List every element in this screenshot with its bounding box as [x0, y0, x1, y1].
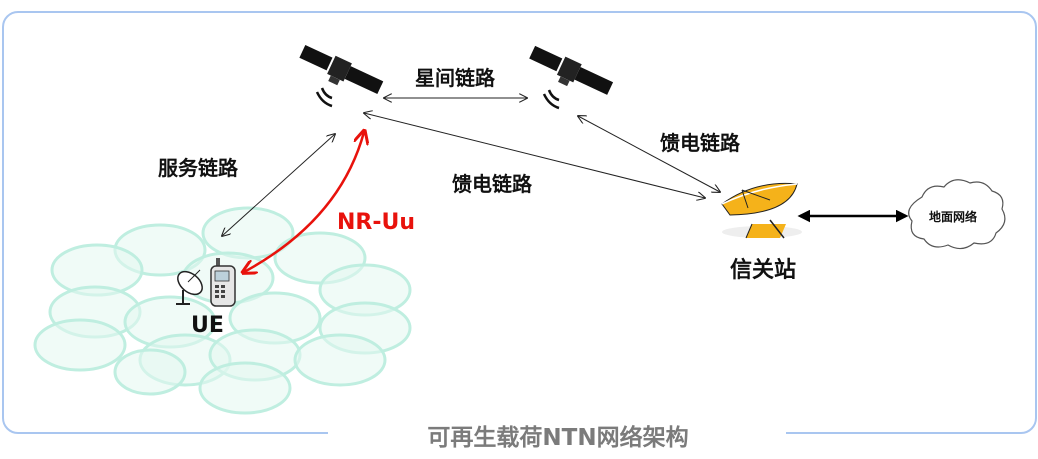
ue-dish-icon — [176, 269, 203, 305]
feeder-link-2-label: 馈电链路 — [660, 131, 740, 155]
signal-waves-icon — [542, 89, 560, 110]
terrestrial-network-label: 地面网络 — [929, 210, 978, 224]
inter-satellite-link-label: 星间链路 — [415, 66, 495, 90]
coverage-cells — [33, 206, 412, 415]
nr-uu-label: NR-Uu — [337, 210, 416, 235]
caption-gap — [328, 428, 786, 434]
feeder-link-1-label: 馈电链路 — [452, 172, 532, 196]
nr-uu-arrow — [244, 132, 364, 272]
satellite-icon — [299, 44, 384, 95]
satellite-dish-icon — [721, 182, 802, 239]
diagram-title: 可再生载荷NTN网络架构 — [427, 425, 689, 451]
cloud-icon — [908, 179, 1006, 250]
feeder-link-2-arrow — [578, 116, 720, 192]
phone-icon — [210, 258, 236, 307]
service-link-label: 服务链路 — [158, 156, 238, 180]
feeder-link-1-arrow — [364, 113, 705, 198]
ue-label: UE — [191, 313, 224, 338]
satellite-icon — [529, 45, 614, 95]
signal-waves-icon — [315, 87, 333, 108]
gateway-label: 信关站 — [730, 258, 797, 283]
